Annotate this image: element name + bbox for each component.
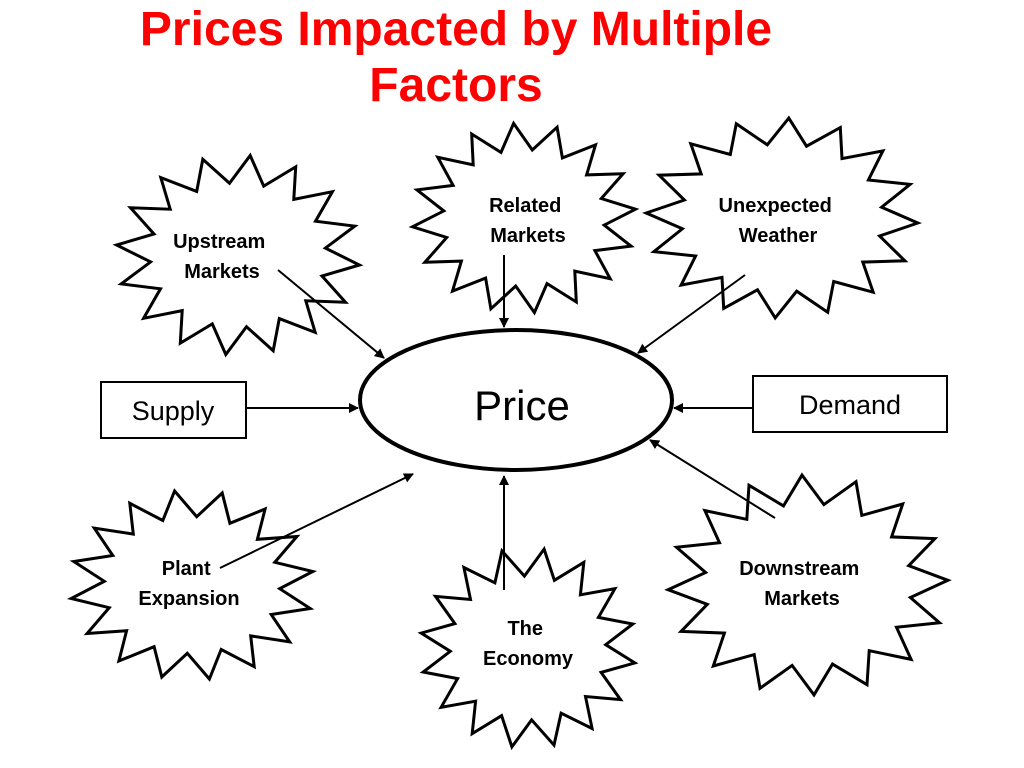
the-economy-line-2: Economy [483,648,574,670]
unexpected-weather-line-2: Weather [739,225,818,247]
price-label: Price [474,382,570,429]
burst-related-markets [408,120,640,316]
related-markets-label: Related Markets [489,195,567,247]
plant-expansion-label: Plant Expansion [138,558,239,610]
unexpected-weather-label: Unexpected Weather [719,195,838,247]
unexpected-weather-line-1: Unexpected [719,195,832,217]
arrow-plant-to-price [219,473,414,569]
burst-upstream-markets [112,152,364,358]
downstream-markets-label: Downstream Markets [739,558,865,610]
the-economy-label: The Economy [483,618,574,670]
plant-expansion-line-1: Plant [162,558,211,580]
downstream-markets-line-2: Markets [764,588,840,610]
the-economy-line-1: The [507,618,543,640]
price-ellipse [358,328,674,472]
plant-expansion-line-2: Expansion [138,588,239,610]
arrow-weather-to-price [637,274,746,354]
demand-label: Demand [799,390,901,420]
related-markets-line-1: Related [489,195,561,217]
upstream-markets-line-2: Markets [184,261,260,283]
related-markets-line-2: Markets [490,225,566,247]
downstream-markets-line-1: Downstream [739,558,859,580]
slide-title: Prices Impacted by Multiple Factors [0,2,912,114]
supply-box [100,381,247,439]
burst-unexpected-weather [642,115,922,321]
arrow-downstream-to-price [649,439,776,519]
burst-plant-expansion [66,488,318,682]
slide-title-line-2: Factors [369,59,543,112]
burst-downstream-markets [664,472,952,698]
upstream-markets-line-1: Upstream [173,231,265,253]
arrow-upstream-to-price [277,269,385,359]
burst-the-economy [417,545,639,751]
supply-label: Supply [132,396,215,426]
slide-title-line-1: Prices Impacted by Multiple [139,3,773,56]
upstream-markets-label: Upstream Markets [173,231,271,283]
demand-box [752,375,948,433]
